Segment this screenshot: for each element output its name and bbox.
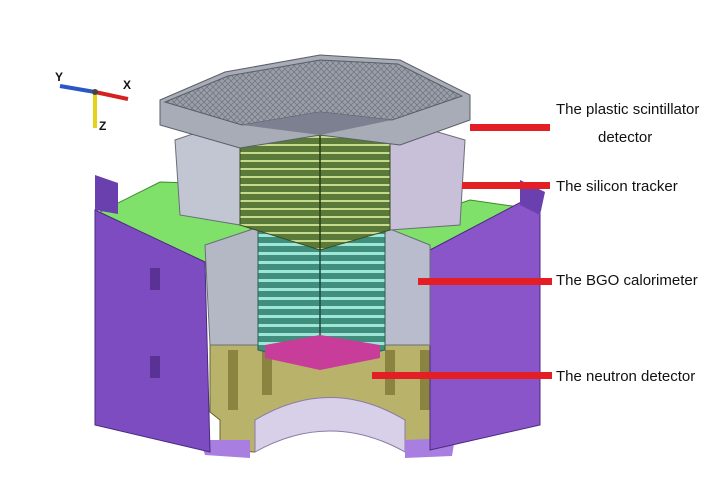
calorimeter-body (204, 211, 431, 370)
pointer-lines (372, 124, 552, 379)
left-purple-panel (94, 175, 211, 453)
pointer-silicon (462, 182, 550, 189)
pointer-plastic (470, 124, 550, 131)
label-neutron: The neutron detector (556, 368, 696, 385)
pointer-neutron (372, 372, 552, 379)
label-plastic-line1: The plastic scintillator (556, 101, 700, 118)
axis-triad (59, 84, 129, 128)
scintillator-top (159, 54, 471, 149)
label-silicon: The silicon tracker (556, 178, 678, 195)
axis-label-y: Y (55, 70, 64, 84)
axis-label-z: Z (99, 119, 107, 133)
label-bgo: The BGO calorimeter (556, 272, 698, 289)
right-purple-panel (429, 180, 545, 451)
pointer-bgo (418, 278, 552, 285)
label-plastic-line2: detector (598, 129, 653, 146)
axis-label-x: X (123, 78, 132, 92)
silicon-tracker-block (174, 117, 466, 251)
